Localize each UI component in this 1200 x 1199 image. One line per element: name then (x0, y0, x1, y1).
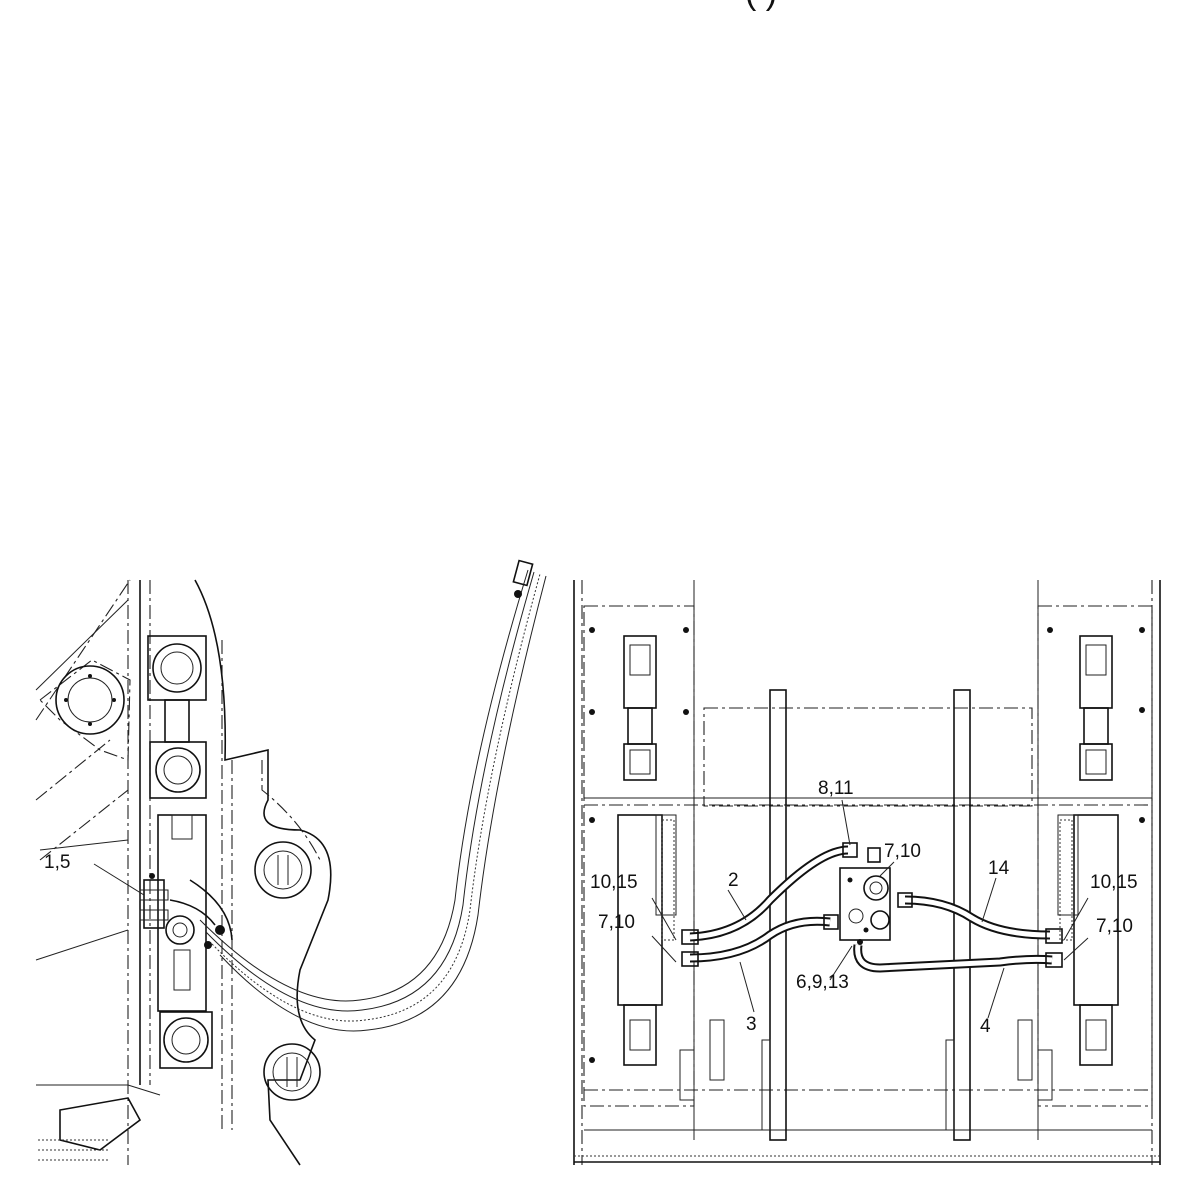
callout-2: 2 (728, 870, 739, 891)
callout-1-5: 1,5 (44, 852, 70, 873)
callout-6-9-13: 6,9,13 (796, 972, 849, 993)
callout-7-10-center: 7,10 (884, 841, 921, 862)
callout-7-10-right: 7,10 (1096, 916, 1133, 937)
left-view: 1,5 (35, 559, 547, 1166)
callout-10-15-right: 10,15 (1090, 872, 1138, 893)
callout-14: 14 (988, 858, 1010, 879)
callout-3: 3 (746, 1014, 757, 1035)
header-partial-title: ( ) (745, 0, 777, 12)
callout-7-10-left: 7,10 (598, 912, 635, 933)
callout-4: 4 (980, 1016, 991, 1037)
right-view: 8,11 7,10 14 10,15 2 10,15 7,10 7,10 3 6… (573, 580, 1161, 1165)
callout-8-11: 8,11 (818, 778, 854, 799)
callout-10-15-left: 10,15 (590, 872, 638, 893)
